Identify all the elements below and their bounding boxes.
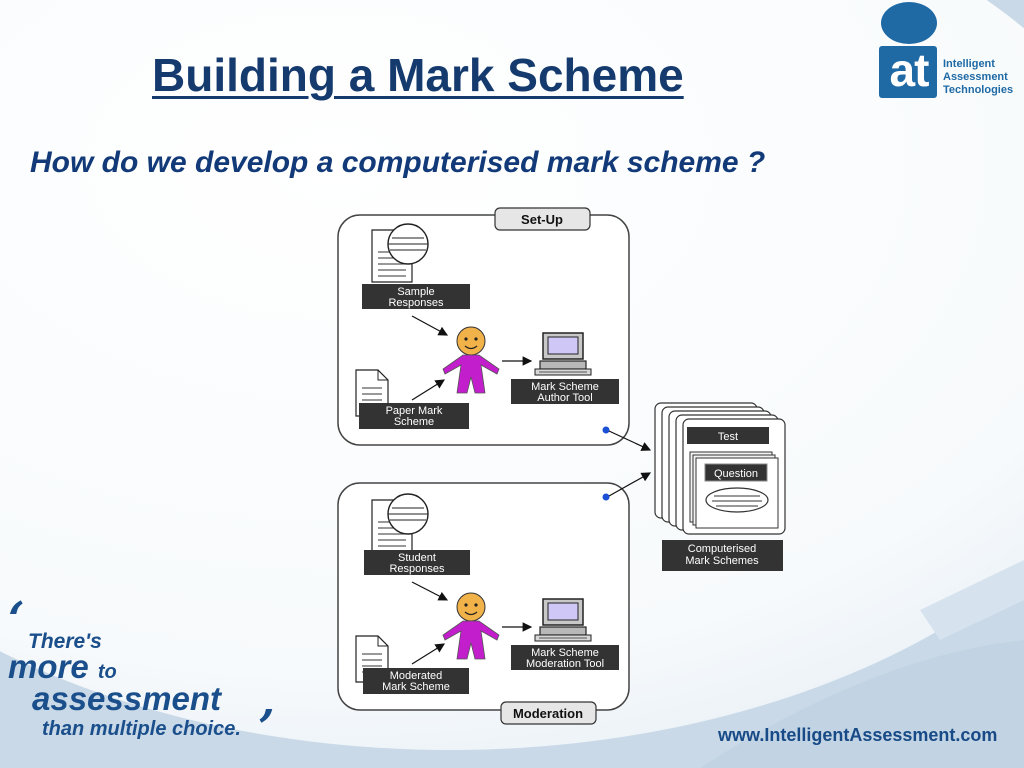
computerised-label-1: Computerised xyxy=(688,543,756,555)
open-quote-icon: ‘ xyxy=(8,592,25,648)
slogan-line-1: There's xyxy=(28,630,102,653)
moderated-mark-scheme-label-2: Mark Scheme xyxy=(382,681,450,693)
author-tool-label-2: Author Tool xyxy=(537,392,592,404)
computerised-label-2: Mark Schemes xyxy=(685,555,759,567)
slogan-line-4: than multiple choice. xyxy=(42,718,241,740)
student-responses-label-2: Responses xyxy=(389,563,445,575)
logo-text: Intelligent Assessment Technologies xyxy=(943,58,1013,97)
slogan-line-2: more to xyxy=(8,648,117,686)
paper-mark-scheme-label-1: Paper Mark xyxy=(386,405,443,417)
author-tool-label-1: Mark Scheme xyxy=(531,381,599,393)
sample-responses-label-2: Responses xyxy=(388,297,444,309)
paper-mark-scheme-label-2: Scheme xyxy=(394,416,434,428)
setup-panel: Set-Up Sample Responses Paper Mark Schem… xyxy=(337,207,630,446)
question-label: Question xyxy=(714,468,758,480)
moderation-header: Moderation xyxy=(513,706,583,721)
moderation-panel: Moderation Student Responses Moderated M… xyxy=(337,482,630,725)
page-title: Building a Mark Scheme xyxy=(152,49,684,101)
logo-box xyxy=(879,46,937,98)
logo-line-3: Technologies xyxy=(943,84,1014,96)
student-responses-label-1: Student xyxy=(398,552,436,564)
slogan-more: more xyxy=(8,648,89,685)
page-subtitle: How do we develop a computerised mark sc… xyxy=(30,146,766,179)
moderated-mark-scheme-label-1: Moderated xyxy=(390,670,443,682)
sample-responses-label-1: Sample xyxy=(397,286,434,298)
moderation-tool-label-2: Moderation Tool xyxy=(526,658,604,670)
logo-line-1: Intelligent xyxy=(943,58,995,70)
test-label: Test xyxy=(718,431,738,443)
setup-header: Set-Up xyxy=(521,212,563,227)
author-tool-computer-icon xyxy=(534,332,592,376)
footer-url[interactable]: www.IntelligentAssessment.com xyxy=(718,725,998,745)
slogan-to: to xyxy=(97,661,117,683)
logo-dot xyxy=(881,2,937,44)
close-quote-icon: ’ xyxy=(258,700,275,756)
logo-line-2: Assessment xyxy=(943,71,1008,83)
logo-mark: at xyxy=(889,44,930,96)
moderation-tool-computer-icon xyxy=(534,598,592,642)
slogan-line-3: assessment xyxy=(32,680,221,717)
computerised-mark-schemes: Test Question Computerised Mark Schemes xyxy=(608,402,786,571)
moderation-tool-label-1: Mark Scheme xyxy=(531,647,599,659)
